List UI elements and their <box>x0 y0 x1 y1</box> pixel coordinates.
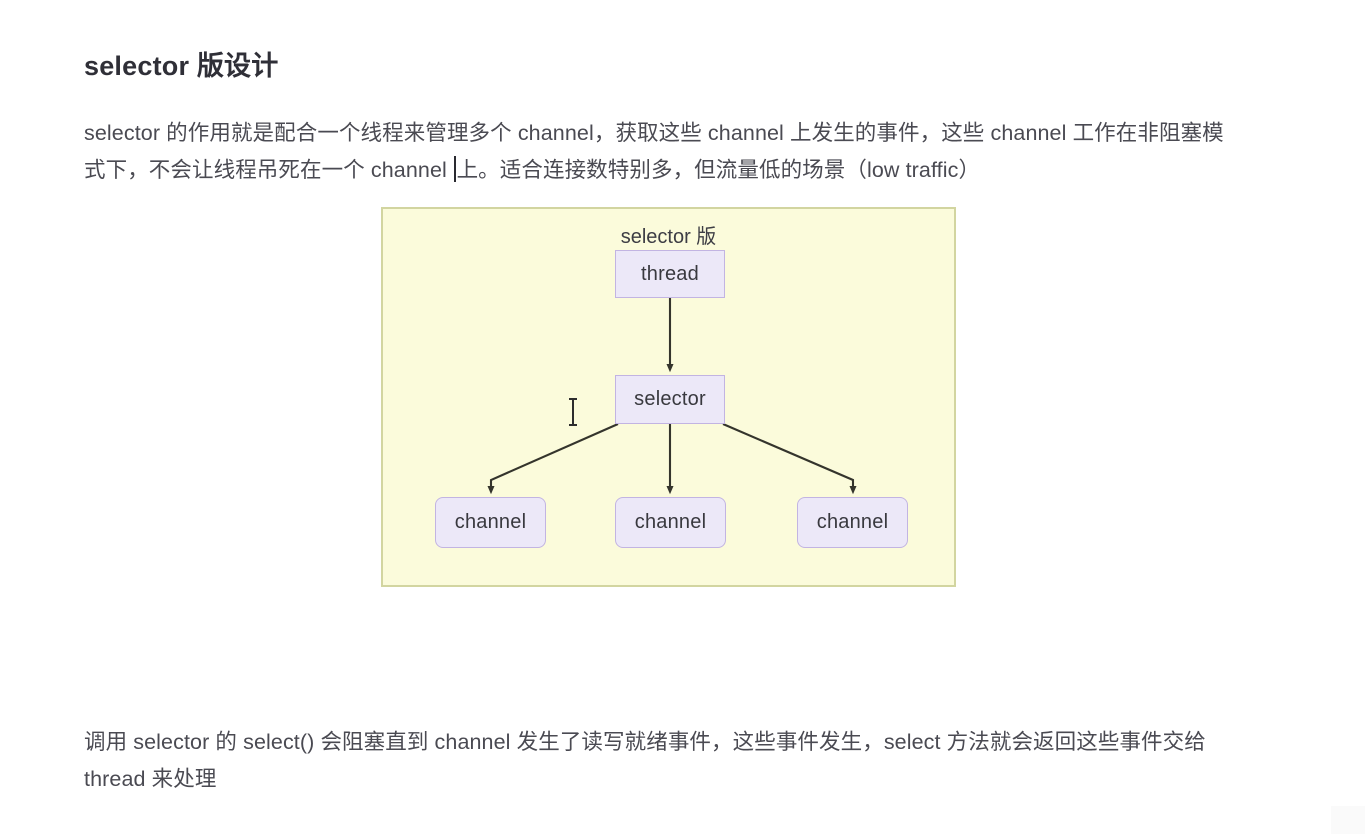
page-title: selector 版设计 <box>84 51 279 82</box>
diagram-node-channel-1: channel <box>435 497 546 548</box>
intro-paragraph-text-before-caret: selector 的作用就是配合一个线程来管理多个 channel，获取这些 c… <box>84 120 1224 182</box>
edge-selector-to-channel-3 <box>722 423 857 495</box>
intro-paragraph: selector 的作用就是配合一个线程来管理多个 channel，获取这些 c… <box>84 115 1244 189</box>
diagram-node-channel-2: channel <box>615 497 726 548</box>
diagram-title: selector 版 <box>620 226 717 248</box>
outro-paragraph: 调用 selector 的 select() 会阻塞直到 channel 发生了… <box>84 729 1206 791</box>
text-insertion-caret <box>453 155 456 182</box>
edge-selector-to-channel-1 <box>487 423 619 495</box>
diagram-node-channel-3: channel <box>797 497 908 548</box>
intro-paragraph-text-after-caret: 上。适合连接数特别多，但流量低的场景（low traffic） <box>456 157 981 182</box>
diagram-node-thread: thread <box>615 250 725 298</box>
selector-architecture-diagram: selector 版 thread selector channel chann… <box>381 207 956 587</box>
scrollbar-corner[interactable] <box>1331 806 1365 834</box>
diagram-node-selector: selector <box>615 375 725 424</box>
